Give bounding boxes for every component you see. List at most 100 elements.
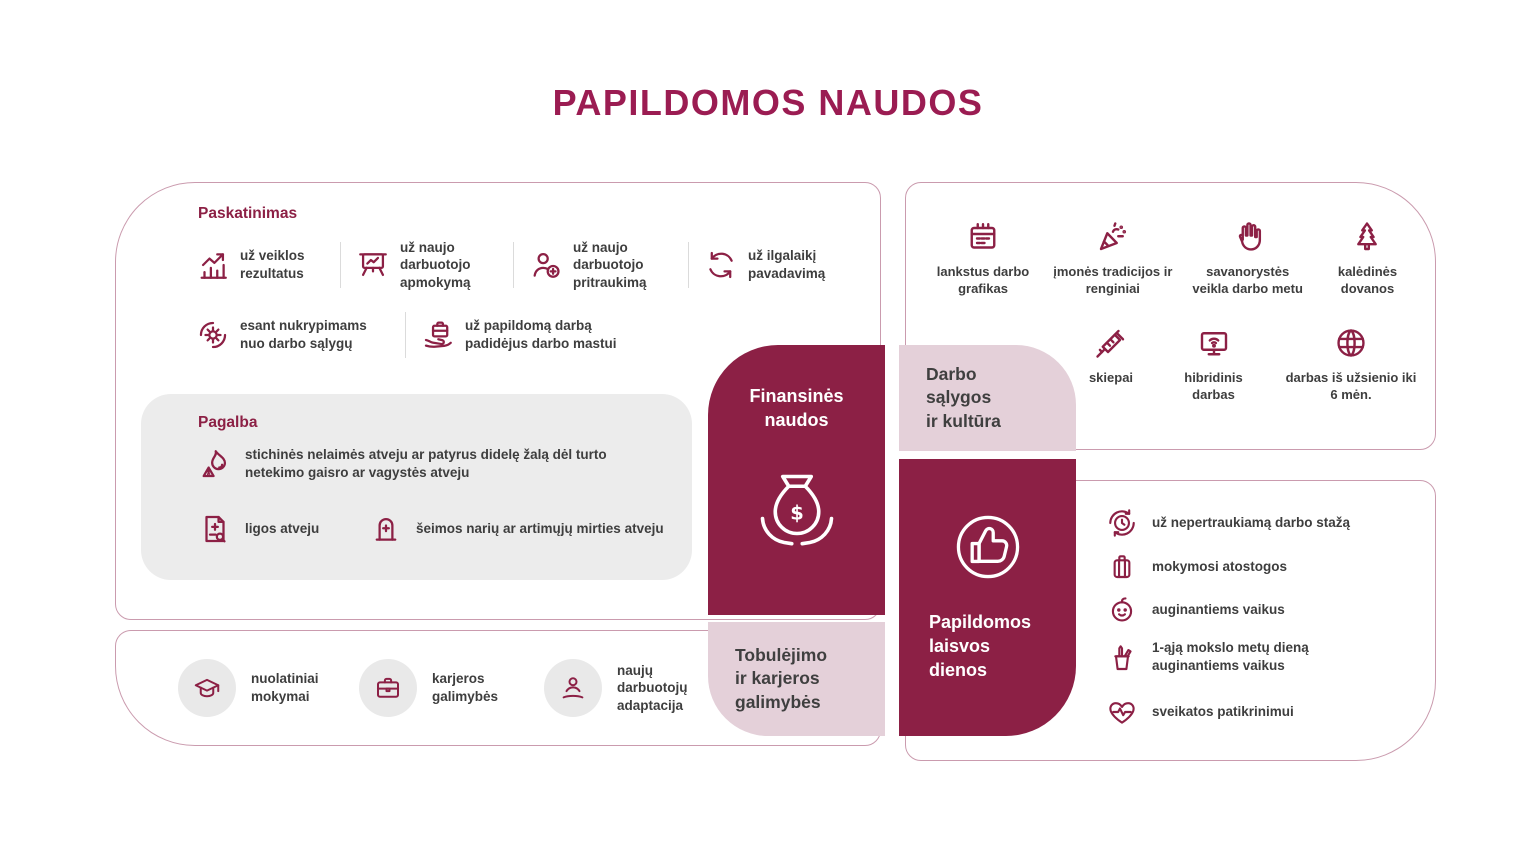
benefit-label: karjeros galimybės <box>432 671 499 704</box>
benefit-item: mokymosi atostogos <box>1106 551 1287 583</box>
benefit-item: hibridinis darbas <box>1164 325 1264 404</box>
card-label-line: Darbo <box>926 363 977 384</box>
darbo-salygos-card: Darbo sąlygos ir kultūra <box>899 345 1076 451</box>
pagalba-item: stichinės nelaimės atveju ar patyrus did… <box>198 446 645 481</box>
globe-icon <box>1333 325 1369 361</box>
benefit-label: už naujo darbuotojo apmokymą <box>400 239 471 290</box>
benefit-label: už ilgalaikį pavadavimą <box>748 248 826 281</box>
benefit-item: už papildomą darbą padidėjus darbo mastu… <box>421 317 640 352</box>
benefit-label: skiepai <box>1088 370 1134 385</box>
fire-warning-icon <box>198 447 232 481</box>
monitor-wifi-icon <box>1196 325 1232 361</box>
pagalba-heading: Pagalba <box>198 414 258 431</box>
benefit-item: lankstus darbo grafikas <box>928 219 1038 298</box>
divider <box>513 242 514 288</box>
benefit-label: lankstus darbo grafikas <box>936 264 1030 296</box>
divider <box>405 312 406 358</box>
benefit-label: savanorystės veikla darbo metu <box>1192 264 1303 296</box>
luggage-icon <box>1106 551 1138 583</box>
pencil-cup-icon <box>1106 641 1138 673</box>
tombstone-icon <box>369 512 403 546</box>
benefit-label: hibridinis darbas <box>1184 370 1243 402</box>
icon-circle <box>544 659 602 717</box>
card-label: Finansinės naudos <box>749 385 843 433</box>
benefit-label: už veiklos rezultatus <box>240 248 305 281</box>
clock-refresh-icon <box>1106 507 1138 539</box>
card-label-line: ir kultūra <box>926 410 1001 431</box>
gear-sync-icon <box>196 318 230 352</box>
benefit-item: už veiklos rezultatus <box>196 247 325 282</box>
benefit-label: už nepertraukiamą darbo stažą <box>1152 515 1351 531</box>
card-label-line: Tobulėjimo <box>735 644 828 665</box>
papildomos-dienos-card: Papildomos laisvos dienos <box>899 459 1076 736</box>
benefit-label: darbas iš užsienio iki 6 mėn. <box>1285 370 1417 402</box>
card-label-line: dienos <box>929 659 988 680</box>
benefit-label: sveikatos patikrinimui <box>1152 704 1294 720</box>
heart-pulse-icon <box>1106 696 1138 728</box>
benefit-label: esant nukrypimams nuo darbo sąlygų <box>240 318 367 351</box>
benefit-label: mokymosi atostogos <box>1152 559 1288 575</box>
card-label-line: laisvos <box>929 635 991 656</box>
pagalba-label: šeimos narių ar artimųjų mirties atveju <box>416 521 664 537</box>
benefit-label: naujų darbuotojų adaptacija <box>617 662 688 713</box>
pagalba-item: ligos atveju <box>198 512 319 546</box>
icon-circle <box>178 659 236 717</box>
benefit-label: įmonės tradicijos ir renginiai <box>1053 264 1173 296</box>
benefit-item: už nepertraukiamą darbo stažą <box>1106 507 1350 539</box>
divider <box>340 242 341 288</box>
darbo-salygos-row2: skiepai hibridinis darbas darbas iš užsi… <box>1076 325 1421 404</box>
pagalba-label: stichinės nelaimės atveju ar patyrus did… <box>245 447 607 480</box>
benefit-item: už ilgalaikį pavadavimą <box>704 247 848 282</box>
page-title: PAPILDOMOS NAUDOS <box>552 82 984 123</box>
benefit-label: už naujo darbuotojo pritraukimą <box>573 239 647 290</box>
benefit-item: savanorystės veikla darbo metu <box>1188 219 1308 298</box>
benefit-item: 1-ąją mokslo metų dieną auginantiems vai… <box>1106 639 1327 674</box>
benefit-item: skiepai <box>1076 325 1146 404</box>
party-popper-icon <box>1095 219 1131 255</box>
christmas-tree-icon <box>1349 219 1385 255</box>
benefit-label: 1-ąją mokslo metų dieną auginantiems vai… <box>1152 640 1309 673</box>
card-label: Darbo sąlygos ir kultūra <box>926 363 1076 434</box>
raised-hand-icon <box>1230 219 1266 255</box>
benefit-item: karjeros galimybės <box>359 659 522 717</box>
benefit-item: naujų darbuotojų adaptacija <box>544 659 707 717</box>
paskatinimas-heading: Paskatinimas <box>198 205 298 222</box>
thumbs-up-icon <box>944 503 1032 591</box>
pagalba-item: šeimos narių ar artimųjų mirties atveju <box>369 512 664 546</box>
benefit-label: auginantiems vaikus <box>1152 602 1285 618</box>
card-label-line: Finansinės <box>749 386 844 406</box>
benefit-label: kalėdinės dovanos <box>1337 264 1398 296</box>
benefit-item: kalėdinės dovanos <box>1320 219 1415 298</box>
flip-calendar-icon <box>965 219 1001 255</box>
paskatinimas-row2: esant nukrypimams nuo darbo sąlygų už pa… <box>196 307 640 363</box>
person-care-icon <box>558 673 588 703</box>
benefit-item: už naujo darbuotojo apmokymą <box>356 239 498 292</box>
training-board-icon <box>356 248 390 282</box>
card-label: Tobulėjimo ir karjeros galimybės <box>735 644 885 715</box>
benefit-label: nuolatiniai mokymai <box>251 671 319 704</box>
benefit-item: įmonės tradicijos ir renginiai <box>1050 219 1175 298</box>
benefit-label: už papildomą darbą padidėjus darbo mastu… <box>465 318 617 351</box>
benefit-item: darbas iš užsienio iki 6 mėn. <box>1281 325 1421 404</box>
baby-icon <box>1106 594 1138 626</box>
benefit-item: auginantiems vaikus <box>1106 594 1285 626</box>
user-plus-icon <box>529 248 563 282</box>
benefit-item: sveikatos patikrinimui <box>1106 696 1294 728</box>
hand-briefcase-icon <box>421 318 455 352</box>
pagalba-label: ligos atveju <box>245 521 320 537</box>
svg-text:$: $ <box>790 501 804 524</box>
card-label-line: naudos <box>764 409 829 430</box>
syringe-icon <box>1093 325 1129 361</box>
card-label-line: ir karjeros <box>735 668 820 689</box>
swap-arrows-icon <box>704 248 738 282</box>
divider <box>688 242 689 288</box>
benefit-item: esant nukrypimams nuo darbo sąlygų <box>196 317 390 352</box>
medical-record-icon <box>198 512 232 546</box>
graduation-cap-icon <box>192 673 222 703</box>
card-label-line: Papildomos <box>929 612 1032 632</box>
briefcase-icon <box>373 673 403 703</box>
card-label: Papildomos laisvos dienos <box>899 611 1031 683</box>
benefit-item: nuolatiniai mokymai <box>178 659 341 717</box>
benefit-item: už naujo darbuotojo pritraukimą <box>529 239 673 292</box>
